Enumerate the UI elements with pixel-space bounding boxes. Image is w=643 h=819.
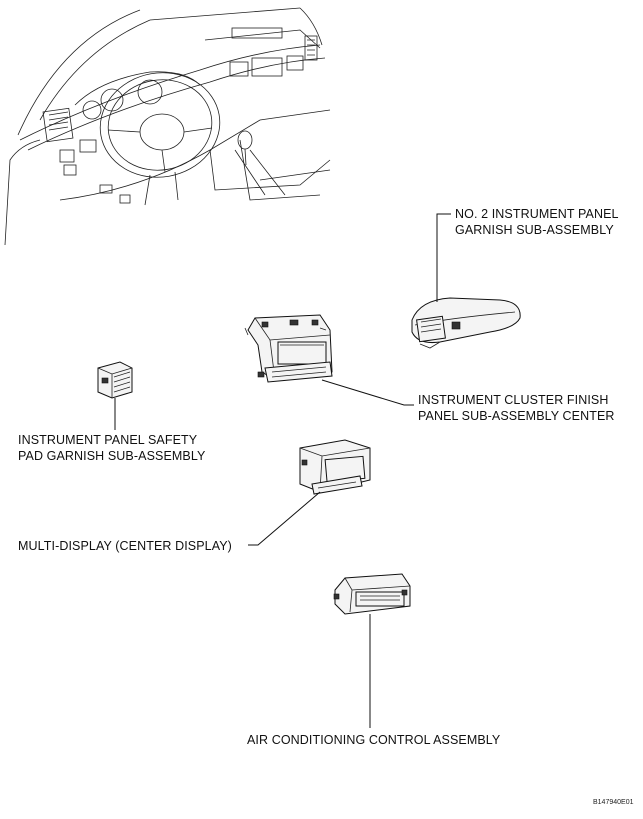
label-garnish-no2-line1: NO. 2 INSTRUMENT PANEL xyxy=(455,207,619,221)
label-garnish-no2-line2: GARNISH SUB-ASSEMBLY xyxy=(455,223,614,237)
label-multi-display: MULTI-DISPLAY (CENTER DISPLAY) xyxy=(18,539,232,553)
figure-code: B147940E01 xyxy=(593,799,634,806)
ac-control-part xyxy=(333,573,411,615)
leader-lines xyxy=(114,213,451,728)
cluster-finish-panel-part xyxy=(244,314,333,383)
label-cluster-finish-line1: INSTRUMENT CLUSTER FINISH xyxy=(418,393,609,407)
multi-display-part xyxy=(299,439,371,495)
label-safety-pad-line2: PAD GARNISH SUB-ASSEMBLY xyxy=(18,449,206,463)
dashboard-overview-illustration xyxy=(4,7,331,246)
safety-pad-garnish-part xyxy=(97,361,133,399)
label-safety-pad-line1: INSTRUMENT PANEL SAFETY xyxy=(18,433,198,447)
garnish-no2-part xyxy=(411,297,521,349)
label-cluster-finish-line2: PANEL SUB-ASSEMBLY CENTER xyxy=(418,409,615,423)
label-air-conditioning: AIR CONDITIONING CONTROL ASSEMBLY xyxy=(247,733,501,747)
